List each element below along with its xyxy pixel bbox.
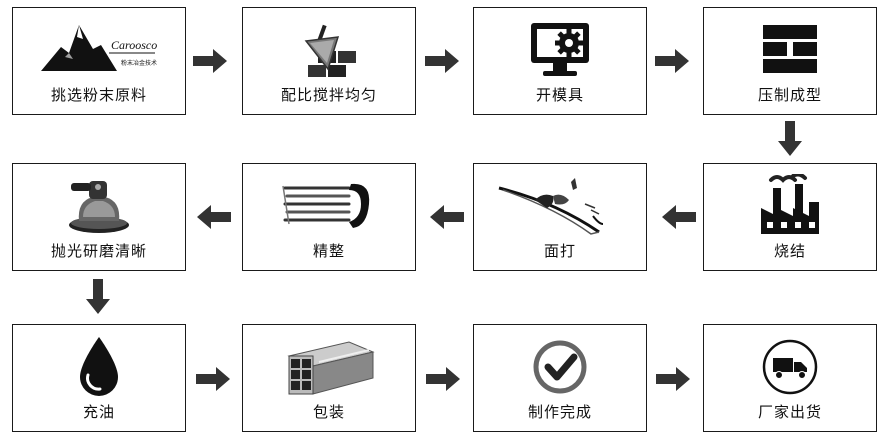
step-label: 包装: [312, 403, 345, 421]
step-finishing: 精整: [242, 163, 416, 271]
tubes-bundle-icon: [243, 331, 415, 403]
svg-text:Caroosco: Caroosco: [111, 38, 157, 52]
step-packaging: 包装: [242, 324, 416, 432]
step-label: 压制成型: [757, 86, 822, 104]
step-surface-grinding: 面打: [473, 163, 647, 271]
step-polish-grind-clean: 抛光研磨清晰: [12, 163, 186, 271]
step-label: 面打: [543, 242, 576, 260]
step-oil-filling: 充油: [12, 324, 186, 432]
step-open-mold: 开模具: [473, 7, 647, 115]
bricks-icon: [704, 14, 876, 86]
grinding-icon: [474, 170, 646, 242]
mountain-logo-icon: Caroosco 粉末冶金技术: [13, 14, 185, 86]
arrow-left: [428, 203, 464, 231]
step-label: 厂家出货: [757, 403, 822, 421]
step-label: 挑选粉末原料: [50, 86, 147, 104]
arrow-right: [425, 47, 461, 75]
arrow-right: [193, 47, 229, 75]
factory-icon: [704, 170, 876, 242]
computer-gear-icon: [474, 14, 646, 86]
step-label: 精整: [312, 242, 345, 260]
arrow-left: [660, 203, 696, 231]
arrow-right: [426, 365, 462, 393]
step-label: 充油: [82, 403, 115, 421]
step-production-complete: 制作完成: [473, 324, 647, 432]
delivery-truck-icon: [704, 331, 876, 403]
step-select-powder: Caroosco 粉末冶金技术 挑选粉末原料: [12, 7, 186, 115]
arrow-right: [656, 365, 692, 393]
arrow-left: [195, 203, 231, 231]
step-mix-ratio: 配比搅拌均匀: [242, 7, 416, 115]
arrow-down: [776, 121, 804, 157]
step-factory-shipment: 厂家出货: [703, 324, 877, 432]
arrow-down: [84, 279, 112, 315]
trowel-bricks-icon: [243, 14, 415, 86]
step-label: 制作完成: [527, 403, 592, 421]
step-press-forming: 压制成型: [703, 7, 877, 115]
step-label: 配比搅拌均匀: [280, 86, 377, 104]
step-label: 开模具: [535, 86, 584, 104]
polisher-icon: [13, 170, 185, 242]
svg-text:粉末冶金技术: 粉末冶金技术: [121, 59, 157, 67]
checkmark-circle-icon: [474, 331, 646, 403]
metal-strips-icon: [243, 170, 415, 242]
oil-drop-icon: [13, 331, 185, 403]
arrow-right: [655, 47, 691, 75]
step-label: 抛光研磨清晰: [50, 242, 147, 260]
step-label: 烧结: [773, 242, 806, 260]
step-sintering: 烧结: [703, 163, 877, 271]
arrow-right: [196, 365, 232, 393]
